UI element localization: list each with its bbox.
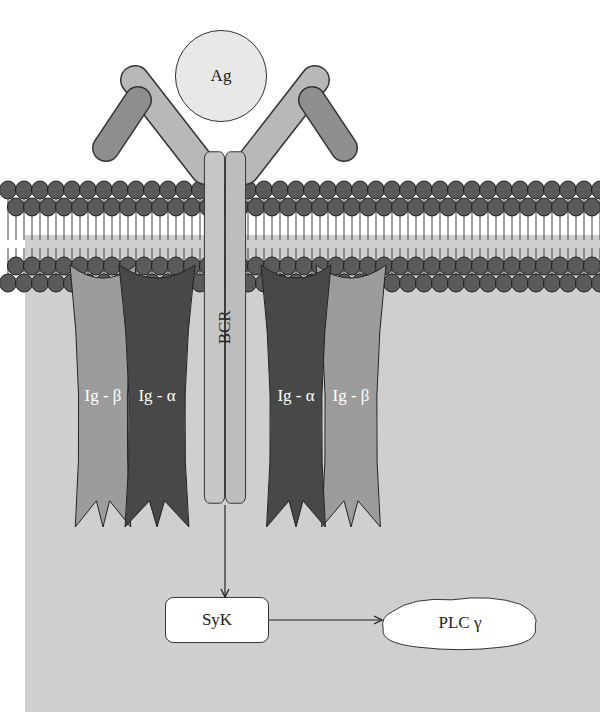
signal-arrow: [224, 505, 225, 597]
node-label: Ag: [211, 67, 232, 86]
node-label: Ig - β: [333, 387, 370, 406]
node-label: SyK: [202, 611, 232, 630]
node-label: Ig - α: [138, 387, 175, 406]
antigen-circle: Ag: [175, 30, 267, 122]
node-label: PLC γ: [439, 614, 482, 633]
cytoplasm: [25, 235, 600, 712]
ig-alpha-chain: Ig - α: [119, 265, 195, 527]
node-label: BCR: [216, 310, 235, 344]
kinase-box: SyK: [165, 597, 269, 643]
ig-alpha-chain: Ig - α: [261, 265, 331, 527]
node-label: Ig - β: [85, 387, 122, 406]
lipid-bilayer: [0, 181, 600, 292]
signal-arrow: [269, 619, 382, 620]
bcr-stem: BCR: [204, 150, 246, 505]
enzyme-cloud: PLC γ: [380, 594, 540, 652]
node-label: Ig - α: [277, 387, 314, 406]
